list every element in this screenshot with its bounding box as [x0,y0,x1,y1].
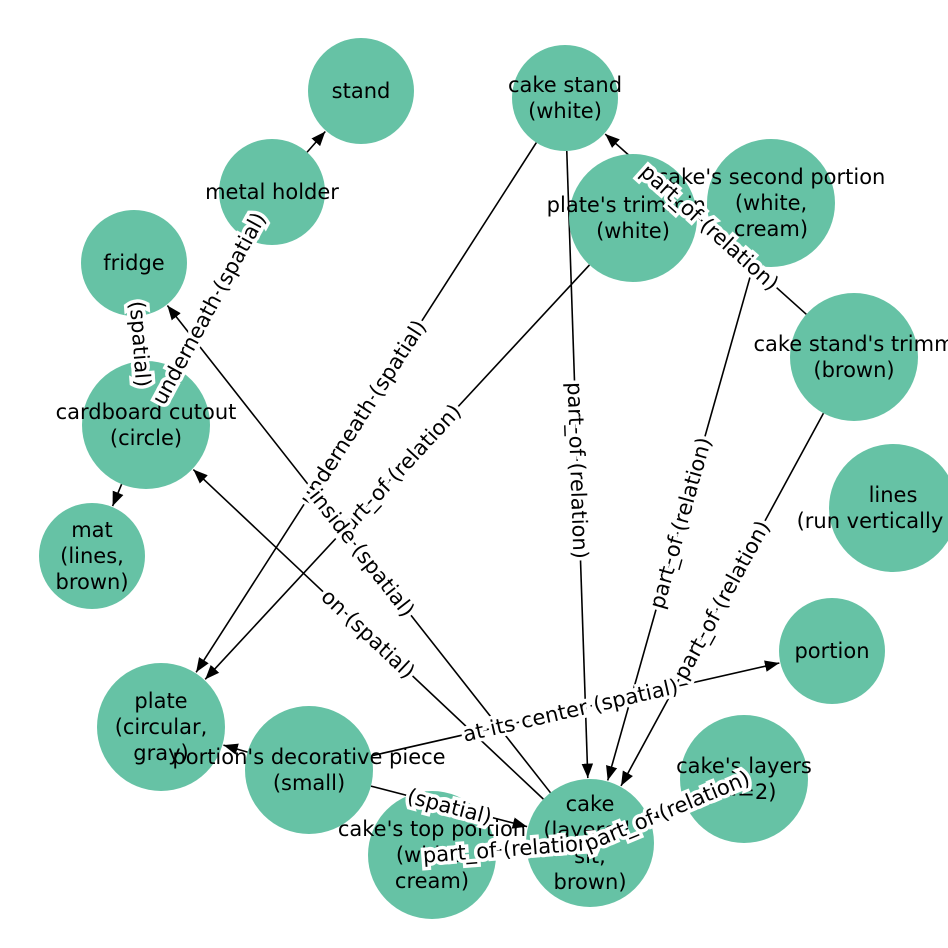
node-metal_holder[interactable]: metal holder [205,139,339,245]
node-circle [707,139,835,267]
node-label: (brown) [813,358,894,382]
node-label: portion's decorative piece [172,745,445,769]
node-label: cake stand [508,73,622,97]
node-label: plate's trimming [547,193,720,217]
edge-cardboard-to-metal_holder [175,239,248,370]
node-circle [308,38,414,144]
node-circle [245,706,373,834]
node-label: (layered, [543,818,636,842]
edge-cake-to-fridge [166,304,552,794]
node-fridge[interactable]: fridge [81,210,187,316]
node-mat[interactable]: mat(lines,brown) [39,503,145,609]
node-label: (white, [396,843,468,867]
node-layers[interactable]: cake's layers(==2) [676,715,812,843]
edge-plates_trimming-to-plate [204,264,591,680]
node-plates_trimming[interactable]: plate's trimming(white) [547,154,720,282]
node-cake_stand[interactable]: cake stand(white) [508,45,622,151]
node-label: cream) [734,217,808,241]
node-circle [512,45,618,151]
node-label: gray) [133,741,188,765]
node-circle [829,444,948,572]
edge-second_portion-to-cake [606,264,755,781]
node-circle [81,210,187,316]
node-circle [97,663,225,791]
node-circle [39,503,145,609]
node-label: (run vertically and [797,509,948,533]
node-plate[interactable]: plate(circular,gray) [97,663,225,791]
node-label: cake stand's trimm [753,332,948,356]
edge-label: part_of (relation) [562,382,593,560]
node-lines[interactable]: lines(run vertically and [797,444,948,572]
node-label: cardboard cutout [56,400,237,424]
edge-metal_holder-to-stand [306,130,326,153]
node-circle [790,293,918,421]
node-label: (white) [528,99,602,123]
node-label: cream) [395,869,469,893]
node-circle [779,598,885,704]
edge-cake_stand-to-plate [195,142,538,673]
node-label: fridge [103,251,164,275]
edge-top_portion-to-cake [495,843,526,855]
node-circle [680,715,808,843]
node-label: (white, [735,191,807,215]
node-label: portion [794,639,869,663]
node-label: cake's second portion [657,165,886,189]
edge-deco-to-portion [371,660,780,757]
edge-cake_stand-to-cake [565,150,594,779]
node-circle [569,154,697,282]
node-label: (==2) [712,780,777,804]
node-second_portion[interactable]: cake's second portion(white,cream) [657,139,886,267]
node-top_portion[interactable]: cake's top portion(white,cream) [338,791,526,919]
edge-cake-to-cardboard [192,468,544,800]
node-label: (lines, [60,544,124,568]
node-stand_trimming[interactable]: cake stand's trimm(brown) [753,293,948,421]
node-label: stand [332,79,391,103]
node-label: sit, [574,844,606,868]
node-circle [219,139,325,245]
node-cardboard[interactable]: cardboard cutout(circle) [56,361,237,489]
node-circle [526,779,654,907]
node-label: (circular, [115,715,208,739]
node-label: plate [134,689,187,713]
edge-cardboard-to-fridge [133,316,145,362]
edge-stand_trimming-to-cake [620,412,825,787]
node-label: lines [869,483,918,507]
edge-cardboard-to-mat [111,483,124,507]
node-label: mat [71,518,113,542]
edge-layers-to-cake [649,802,686,819]
node-label: cake's layers [676,754,812,778]
node-label: brown) [553,870,626,894]
node-circle [368,791,496,919]
node-label: (circle) [110,426,182,450]
node-deco[interactable]: portion's decorative piece(small) [172,706,446,834]
edge-deco-to-plate [223,743,248,755]
node-label: cake [566,792,615,816]
node-label: metal holder [205,180,339,204]
node-label: (small) [273,771,345,795]
node-cake[interactable]: cake(layered,sit,brown) [526,779,654,907]
node-label: cake's top portion [338,817,526,841]
node-portion[interactable]: portion [779,598,885,704]
edge-label: underneath (spatial) [295,316,431,510]
node-label: brown) [55,570,128,594]
node-stand[interactable]: stand [308,38,414,144]
node-label: (white) [596,219,670,243]
node-circle [82,361,210,489]
edge-label: part_of (relation) [645,435,717,612]
